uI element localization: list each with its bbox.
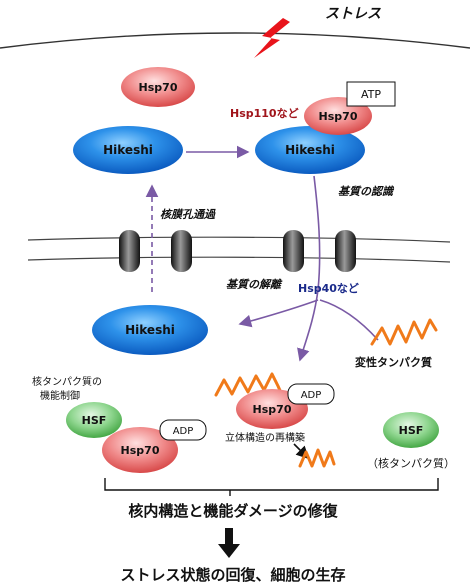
- hikeshi-cytoplasm: Hikeshi: [73, 126, 183, 174]
- nuclear-protein-label: （核タンパク質）: [367, 456, 455, 470]
- nuclear-pore: [283, 230, 356, 272]
- svg-text:Hsp70: Hsp70: [253, 403, 292, 416]
- refolded-protein-icon: [298, 448, 336, 468]
- svg-text:Hsp70: Hsp70: [139, 81, 178, 94]
- hsp70-free: Hsp70: [121, 67, 195, 107]
- svg-text:Hikeshi: Hikeshi: [285, 143, 335, 157]
- svg-text:Hikeshi: Hikeshi: [103, 143, 153, 157]
- denatured-arrow: [319, 299, 379, 341]
- repair-summary: 核内構造と機能ダメージの修復: [128, 502, 338, 520]
- stress-label: ストレス: [325, 6, 381, 22]
- atp-badge: ATP: [346, 81, 396, 107]
- recovery-summary: ストレス状態の回復、細胞の生存: [120, 566, 345, 584]
- nuclear-envelope: [27, 236, 451, 263]
- release-arrow: [238, 299, 319, 328]
- import-path: [297, 175, 321, 362]
- down-arrow-icon: [218, 528, 240, 558]
- svg-text:Hsp70: Hsp70: [121, 444, 160, 457]
- svg-text:ADP: ADP: [301, 390, 322, 401]
- nuclear-pore-transport-label: 核膜孔通過: [160, 208, 216, 221]
- cell-membrane: [0, 32, 470, 49]
- hsp40-label: Hsp40など: [298, 282, 359, 295]
- lightning-bolt-icon: [254, 18, 290, 58]
- svg-text:HSF: HSF: [82, 414, 107, 427]
- adp-badge-complex: ADP: [159, 419, 207, 441]
- nuclear-function-label-1: 核タンパク質の: [32, 375, 102, 388]
- refolding-label: 立体構造の再構築: [225, 431, 305, 444]
- hsp70-complex: Hsp70: [102, 427, 178, 473]
- svg-text:HSF: HSF: [399, 424, 424, 437]
- hsp110-label: Hsp110など: [230, 107, 299, 120]
- svg-text:ADP: ADP: [173, 426, 194, 437]
- adp-badge-top: ADP: [287, 383, 335, 405]
- hikeshi-nucleus: Hikeshi: [92, 305, 208, 355]
- svg-text:Hsp70: Hsp70: [319, 110, 358, 123]
- denatured-protein-icon: [370, 318, 438, 346]
- hikeshi-bound: Hikeshi: [255, 126, 365, 174]
- nuclear-function-label-2: 機能制御: [40, 389, 80, 402]
- denatured-protein-label: 変性タンパク質: [355, 355, 432, 369]
- summary-bracket: [104, 478, 439, 496]
- svg-text:Hikeshi: Hikeshi: [125, 323, 175, 337]
- hsf-free: HSF: [383, 412, 439, 448]
- svg-text:ATP: ATP: [361, 88, 381, 101]
- substrate-release-label: 基質の解離: [226, 278, 283, 291]
- nuclear-pore: [119, 230, 192, 272]
- substrate-recognition-label: 基質の認識: [338, 185, 395, 198]
- hsf-complex: HSF: [66, 402, 122, 438]
